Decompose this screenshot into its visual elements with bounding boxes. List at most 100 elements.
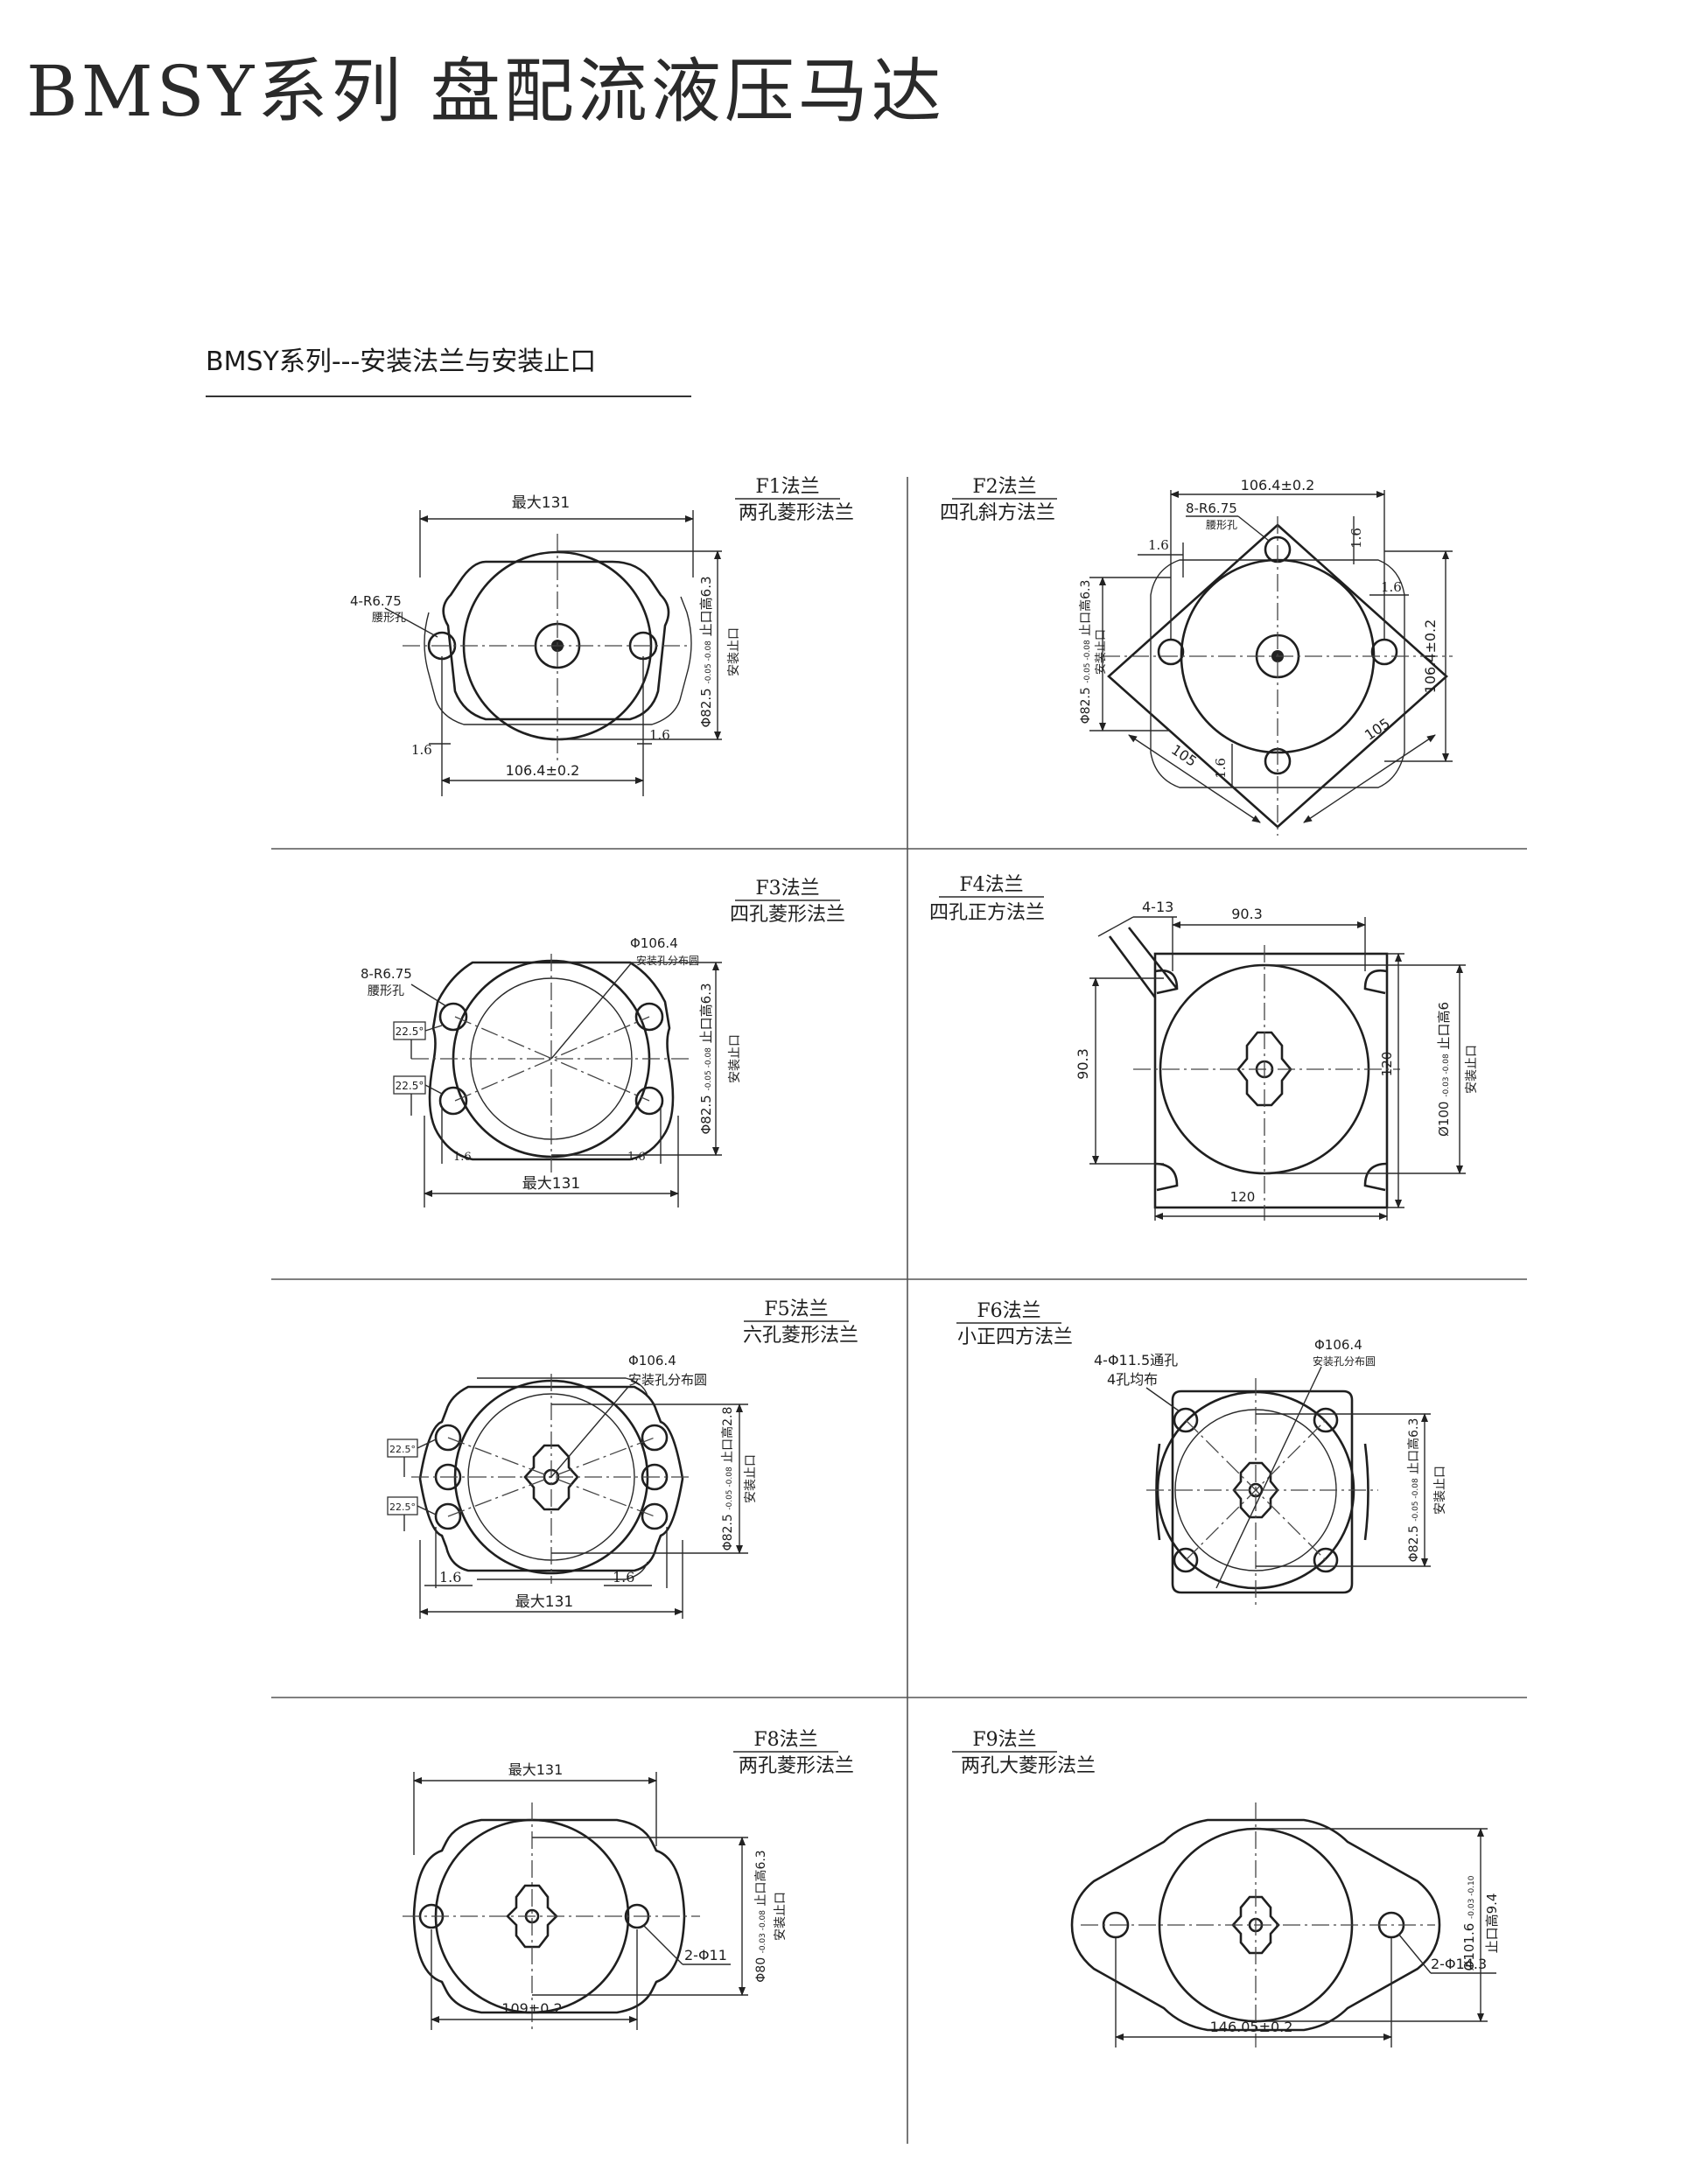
f2-pilot-sub: 安装止口 xyxy=(1095,629,1108,675)
f3-angle-a: 22.5° xyxy=(396,1026,424,1038)
f5-angle-a: 22.5° xyxy=(389,1444,416,1455)
f4-slot-br xyxy=(1363,1162,1388,1192)
f6-outline xyxy=(1171,1390,1354,1594)
f5-width: 最大131 xyxy=(515,1593,573,1611)
f1-pilot: Φ82.5 -0.05 -0.08 止口高6.3 xyxy=(698,576,714,727)
f5-outline xyxy=(418,1385,684,1572)
f6-code: F6法兰 xyxy=(977,1300,1040,1322)
f6-bolt-circle-note: 安装孔分布圆 xyxy=(1313,1354,1376,1368)
f8-hole-spacing: 109±0.2 xyxy=(501,2000,562,2017)
f2-diag-a: 105 xyxy=(1168,741,1200,770)
f6-hole-bl xyxy=(1173,1547,1199,1573)
f4-pilot: Ø100 -0.03 -0.08 止口高6 xyxy=(1436,1002,1452,1137)
f5-code: F5法兰 xyxy=(764,1298,828,1320)
panel-grid xyxy=(271,477,1527,2144)
f1-ear-outline xyxy=(424,596,692,725)
f2-desc: 四孔斜方法兰 xyxy=(940,502,1055,524)
f6-hole-note: 4孔均布 xyxy=(1107,1371,1158,1388)
f2-hole-note: 腰形孔 xyxy=(1206,519,1237,531)
f5-off-right: 1.6 xyxy=(613,1569,634,1586)
f6-bolt-circle: Φ106.4 xyxy=(1314,1337,1362,1353)
f3-hole-tl xyxy=(438,1002,468,1032)
f6-pilot-sub: 安装止口 xyxy=(1433,1466,1447,1515)
f2-pilot: Φ82.5 -0.05 -0.08 止口高6.3 xyxy=(1078,580,1093,724)
flange-f2: F2法兰 四孔斜方法兰 106.4±0.2 8-R6.75 腰形孔 1.6 1.… xyxy=(940,476,1453,836)
f3-off-left: 1.6 xyxy=(453,1151,472,1164)
f3-outline xyxy=(428,961,675,1161)
f4-pilot-sub: 安装止口 xyxy=(1465,1045,1479,1094)
f8-outline xyxy=(412,1818,686,2014)
f3-hole-br xyxy=(634,1086,664,1116)
f1-width: 最大131 xyxy=(512,494,570,512)
f5-pilot-sub: 安装止口 xyxy=(744,1454,758,1503)
f4-side-right: 120 xyxy=(1379,1052,1395,1077)
f4-square-outline xyxy=(1153,952,1389,1209)
f1-outline xyxy=(442,560,670,721)
f2-off-a: 1.6 xyxy=(1148,537,1169,553)
f4-side-bottom: 120 xyxy=(1230,1189,1256,1205)
f2-off-b: 1.6 xyxy=(1348,528,1364,549)
f3-angle-b: 22.5° xyxy=(396,1080,424,1092)
f9-pilot: Ø101.6 -0.03 -0.10 xyxy=(1461,1875,1477,1970)
f3-holes: 8-R6.75 xyxy=(361,966,412,982)
f2-hole-left xyxy=(1157,638,1185,666)
f4-spacing-top: 90.3 xyxy=(1231,906,1263,922)
f8-pilot-sub: 安装止口 xyxy=(774,1892,788,1941)
f9-code: F9法兰 xyxy=(972,1729,1036,1751)
f8-spline xyxy=(506,1884,558,1949)
f3-hole-bl xyxy=(438,1086,468,1116)
f6-pilot: Φ82.5 -0.05 -0.08 止口高6.3 xyxy=(1406,1418,1421,1563)
f1-hole-spacing: 106.4±0.2 xyxy=(506,762,580,779)
f4-spacing-left: 90.3 xyxy=(1075,1048,1091,1080)
page-title: BMSY系列 盘配流液压马达 xyxy=(26,51,945,132)
flange-f9: F9法兰 两孔大菱形法兰 146.05±0.2 2-Φ14.3 Ø101.6 -… xyxy=(952,1729,1500,2048)
f5-desc: 六孔菱形法兰 xyxy=(743,1325,858,1347)
f9-hole-spacing: 146.05±0.2 xyxy=(1210,2019,1293,2035)
f8-width: 最大131 xyxy=(508,1761,564,1778)
f9-desc: 两孔大菱形法兰 xyxy=(961,1755,1096,1777)
f3-off-right: 1.6 xyxy=(627,1151,646,1164)
f4-slot-tr xyxy=(1363,969,1388,995)
flange-f3: F3法兰 四孔菱形法兰 Φ106.4 安装孔分布圆 8-R6.75 腰形孔 22… xyxy=(361,878,845,1208)
f5-bolt-circle-note: 安装孔分布圆 xyxy=(628,1372,707,1388)
flange-f4: F4法兰 四孔正方法兰 4-13 90.3 90.3 120 120 xyxy=(929,874,1479,1221)
f2-off-c: 1.6 xyxy=(1381,579,1402,595)
f2-code: F2法兰 xyxy=(972,476,1036,498)
flange-f8: F8法兰 两孔菱形法兰 最大131 109±0.2 2-Φ11 Φ80 -0.0… xyxy=(403,1729,854,2030)
f5-hole-tr xyxy=(641,1424,669,1452)
f3-width: 最大131 xyxy=(522,1175,580,1193)
flange-f5: F5法兰 六孔菱形法兰 Φ106.4 安装孔分布圆 22.5° 22.5° 1.… xyxy=(387,1298,858,1619)
f5-hole-tl xyxy=(434,1424,462,1452)
f4-slot-bl xyxy=(1154,1162,1179,1192)
f9-outline xyxy=(1070,1818,1441,2032)
f6-hole-tr xyxy=(1313,1407,1339,1433)
f5-off-left: 1.6 xyxy=(439,1569,461,1586)
section-underline xyxy=(206,396,691,397)
section-heading: BMSY系列---安装法兰与安装止口 xyxy=(206,346,597,377)
f5-spline xyxy=(523,1444,579,1511)
f2-hole-right xyxy=(1370,638,1398,666)
f6-side-bulge xyxy=(1155,1443,1369,1541)
f1-offset-left: 1.6 xyxy=(411,742,432,758)
f6-hole-tl xyxy=(1173,1407,1199,1433)
f5-bolt-circle: Φ106.4 xyxy=(628,1353,676,1368)
f1-desc: 两孔菱形法兰 xyxy=(739,502,854,524)
f3-pilot-sub: 安装止口 xyxy=(728,1034,742,1083)
f3-desc: 四孔菱形法兰 xyxy=(730,904,845,926)
f3-bolt-circle-note: 安装孔分布圆 xyxy=(636,954,699,967)
f3-hole-tr xyxy=(634,1002,664,1032)
f1-holes: 4-R6.75 xyxy=(350,593,402,609)
f2-off-d: 1.6 xyxy=(1213,758,1229,779)
f8-desc: 两孔菱形法兰 xyxy=(739,1755,854,1777)
f5-rim-outline xyxy=(477,1377,648,1580)
f6-hole-br xyxy=(1313,1547,1339,1573)
f9-pilot-label: 止口高9.4 xyxy=(1484,1894,1500,1954)
f4-desc: 四孔正方法兰 xyxy=(929,902,1045,924)
f1-pilot-sub: 安装止口 xyxy=(727,627,741,676)
f8-pilot: Φ80 -0.03 -0.08 止口高6.3 xyxy=(753,1850,768,1982)
f4-spline xyxy=(1236,1031,1292,1107)
f3-bolt-circle: Φ106.4 xyxy=(630,935,678,951)
f4-code: F4法兰 xyxy=(959,874,1023,896)
f6-desc: 小正四方法兰 xyxy=(957,1326,1073,1348)
